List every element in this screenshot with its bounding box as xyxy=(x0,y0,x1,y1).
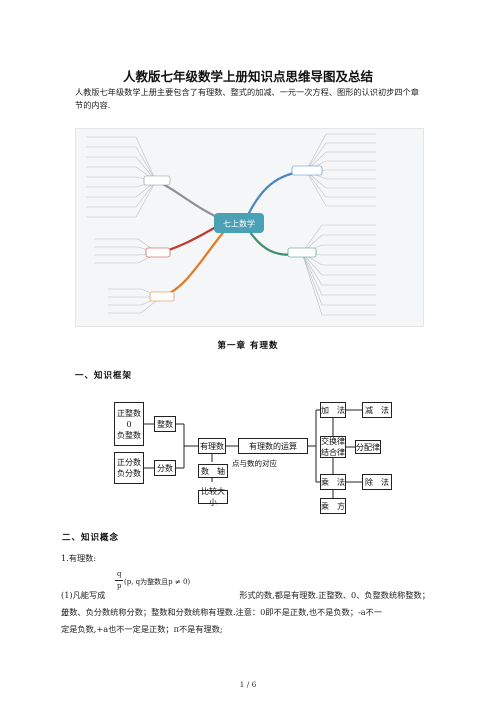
commutative-law-label: 交换律 xyxy=(321,437,345,446)
mind-map-svg: 七上数学 xyxy=(86,133,376,316)
rational-number-box: 有理数 xyxy=(198,438,226,454)
formula-denominator: p xyxy=(117,582,122,590)
rational-operations-box: 有理数的运算 xyxy=(238,438,308,454)
document-title: 人教版七年级数学上册知识点思维导图及总结 xyxy=(122,69,373,84)
chapter-heading: 第一章 有理数 xyxy=(217,341,279,351)
subtraction-box: 减 法 xyxy=(362,402,392,418)
integer-box: 整数 xyxy=(154,416,176,432)
concept-line-1-suffix: 形式的数,都是有理数.正整数、0、负整数统称整数；正 xyxy=(61,590,430,617)
formula-numerator: q xyxy=(117,570,122,578)
intro-paragraph: 人教版七年级数学上册主要包含了有理数、整式的加减、一元一次方程、图形的认识初步四… xyxy=(75,87,419,110)
knowledge-framework-diagram: 正整数 0 负整数 整数 正分数 负分数 分数 有理数 有理数的运算 点与数的对… xyxy=(110,396,405,520)
positive-integer-label: 正整数 xyxy=(117,408,141,418)
point-number-correspondence: 点与数的对应 xyxy=(232,459,277,468)
distributive-law-box: 分配律 xyxy=(355,440,381,454)
fraction-box: 分数 xyxy=(154,460,176,476)
mind-map-image: 七上数学 xyxy=(75,128,424,327)
integer-types-box: 正整数 0 负整数 xyxy=(114,402,144,446)
section-knowledge-concepts: 二、知识概念 xyxy=(62,533,120,543)
negative-fraction-label: 负分数 xyxy=(117,469,141,478)
concept-line-2: 分数、负分数统称分数；整数和分数统称有理数.注意：0即不是正数,也不是负数；-a… xyxy=(61,607,383,617)
zero-label: 0 xyxy=(126,419,132,429)
number-line-box: 数 轴 xyxy=(198,464,228,478)
division-box: 除 法 xyxy=(362,474,392,490)
power-box: 乘 方 xyxy=(320,498,346,514)
mind-map-center-node xyxy=(214,213,264,233)
laws-box: 交换律 结合律 xyxy=(320,436,346,458)
compare-size-box: 比较大小 xyxy=(198,487,228,507)
associative-law-label: 结合律 xyxy=(321,448,345,457)
concept-line-1: (1)凡能写成形式的数,都是有理数.正整数、0、负整数统称整数；正 xyxy=(61,587,436,621)
concept-line-1-prefix: (1)凡能写成 xyxy=(61,590,106,600)
fraction-types-box: 正分数 负分数 xyxy=(114,452,144,484)
negative-integer-label: 负整数 xyxy=(117,430,141,440)
formula-condition: (p, q为整数且p ≠ 0) xyxy=(124,578,191,586)
concept-item-1: 1.有理数: xyxy=(61,553,97,563)
section-knowledge-framework: 一、知识框架 xyxy=(75,371,133,381)
formula-fraction-bar xyxy=(115,580,123,581)
concept-line-3: 定是负数,+a也不一定是正数；π不是有理数; xyxy=(61,624,223,634)
page-indicator: 1 / 6 xyxy=(239,680,257,689)
mind-map-center-label: 七上数学 xyxy=(223,219,255,229)
positive-fraction-label: 正分数 xyxy=(117,458,141,467)
addition-box: 加 法 xyxy=(320,402,346,418)
multiplication-box: 乘 法 xyxy=(320,474,346,490)
